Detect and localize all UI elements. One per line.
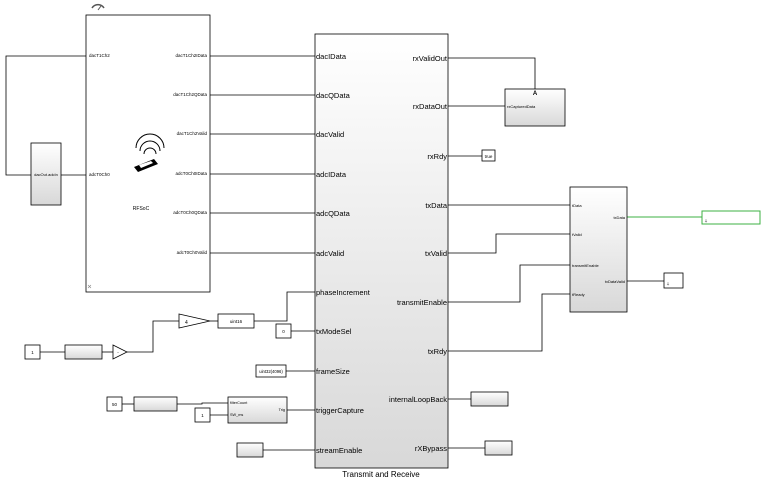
main-input-1: dacQData <box>316 91 351 100</box>
main-input-2: dacValid <box>316 130 344 139</box>
main-output-8: rXBypass <box>415 444 447 453</box>
main-input-ports: dacIData dacQData dacValid adcIData adcQ… <box>316 52 371 455</box>
main-output-0: rxValidOut <box>413 54 448 63</box>
tx-input-3: tReady <box>572 292 585 297</box>
main-output-7: internalLoopBack <box>389 395 447 404</box>
link-icon <box>87 284 92 289</box>
constant-fifty-value: 50 <box>112 402 118 407</box>
capture-block-label: rxCapturedData <box>507 104 536 109</box>
input-block-a[interactable] <box>64 344 103 360</box>
tx-input-0: tData <box>572 203 582 208</box>
trigger-input-0: filterCount <box>230 401 248 405</box>
rx-bypass-sink[interactable] <box>484 440 513 456</box>
signal-wires <box>5 55 702 451</box>
input-block-b[interactable] <box>133 396 178 412</box>
rfsoc-block[interactable]: RFSoC dacT1Ch2 adcT0Ch0 dacT1Ch2IData da… <box>85 3 211 293</box>
tx-valid-sink[interactable] <box>663 272 684 289</box>
constant-one-a-value: 1 <box>31 350 34 355</box>
gain-block[interactable]: 4 <box>178 313 211 329</box>
main-output-3: txData <box>425 201 448 210</box>
constant-one-b-value: 1 <box>201 413 204 418</box>
internal-loopback-sink[interactable] <box>470 391 509 407</box>
rfsoc-name: RFSoC <box>133 206 150 212</box>
dac-out-block[interactable]: dacOut.adcIn <box>30 142 62 206</box>
rfsoc-output-4: adcT0Ch0QData <box>173 210 207 215</box>
rfsoc-output-5: adcT0Ch0Valid <box>177 250 208 255</box>
tx-output-1: txDataValid <box>605 279 625 284</box>
main-output-1: rxDataOut <box>413 102 448 111</box>
down-arrow-icon <box>704 219 708 223</box>
rfsoc-output-3: adcT0Ch0IData <box>175 171 207 176</box>
capture-block-title: A <box>533 91 538 97</box>
constant-zero-value: 0 <box>282 329 285 334</box>
trigger-input-1: SW_ms <box>230 413 243 417</box>
dial-icon <box>91 3 105 9</box>
gain-value: 4 <box>185 320 188 326</box>
stream-enable-source[interactable] <box>236 442 264 458</box>
wireless-chip-icon <box>134 133 165 172</box>
rfsoc-input-dac: dacT1Ch2 <box>89 53 110 58</box>
trigger-output: Trig <box>279 408 285 412</box>
main-input-8: frameSize <box>316 367 350 376</box>
down-arrow-icon <box>666 282 670 286</box>
true-constant-value: true <box>485 154 493 159</box>
main-input-5: adcValid <box>316 249 344 258</box>
cast-label: uint16 <box>230 319 243 324</box>
rfsoc-input-adc: adcT0Ch0 <box>89 172 110 177</box>
main-input-4: adcQData <box>316 209 351 218</box>
main-output-6: txRdy <box>428 347 447 356</box>
main-input-3: adcIData <box>316 170 347 179</box>
main-block-name: Transmit and Receive <box>342 470 420 479</box>
main-output-ports: rxValidOut rxDataOut rxRdy txData txVali… <box>389 54 448 453</box>
main-input-7: txModeSel <box>316 327 352 336</box>
constant-fifty[interactable]: 50 <box>106 396 123 412</box>
main-output-2: rxRdy <box>427 152 447 161</box>
transmit-and-receive-block[interactable]: Transmit and Receive dacIData dacQData d… <box>314 33 449 479</box>
true-constant[interactable]: true <box>481 149 496 162</box>
frame-size-value: uint32(4096) <box>259 369 283 374</box>
trigger-block[interactable]: filterCount SW_ms Trig <box>227 396 288 424</box>
dac-out-label: dacOut.adcIn <box>34 172 58 177</box>
tx-subsystem-block[interactable]: tData tValid transmitEnable tReady txDat… <box>569 186 628 313</box>
constant-zero[interactable]: 0 <box>275 323 292 339</box>
main-input-9: triggerCapture <box>316 406 364 415</box>
main-output-5: transmitEnable <box>397 298 447 307</box>
rfsoc-output-ports: dacT1Ch2IData dacT1Ch2QData dacT1Ch2Vali… <box>173 53 207 255</box>
tx-input-1: tValid <box>572 232 582 237</box>
constant-one-a[interactable]: 1 <box>24 344 41 360</box>
rfsoc-output-2: dacT1Ch2Valid <box>177 131 208 136</box>
tx-input-2: transmitEnable <box>572 263 599 268</box>
tx-output-0: txData <box>613 215 625 220</box>
rfsoc-output-1: dacT1Ch2QData <box>173 92 207 97</box>
main-output-4: txValid <box>425 249 447 258</box>
cast-block[interactable]: uint16 <box>217 313 255 329</box>
main-input-6: phaseIncrement <box>316 288 371 297</box>
main-input-0: dacIData <box>316 52 347 61</box>
capture-block[interactable]: A rxCapturedData <box>504 88 566 127</box>
rfsoc-output-0: dacT1Ch2IData <box>175 53 207 58</box>
gain-block-small[interactable]: ~ <box>112 344 128 360</box>
constant-one-b[interactable]: 1 <box>194 407 211 423</box>
main-input-10: streamEnable <box>316 446 362 455</box>
tx-data-sink[interactable] <box>701 210 761 225</box>
frame-size-constant[interactable]: uint32(4096) <box>255 364 287 378</box>
svg-text:~: ~ <box>117 351 119 355</box>
